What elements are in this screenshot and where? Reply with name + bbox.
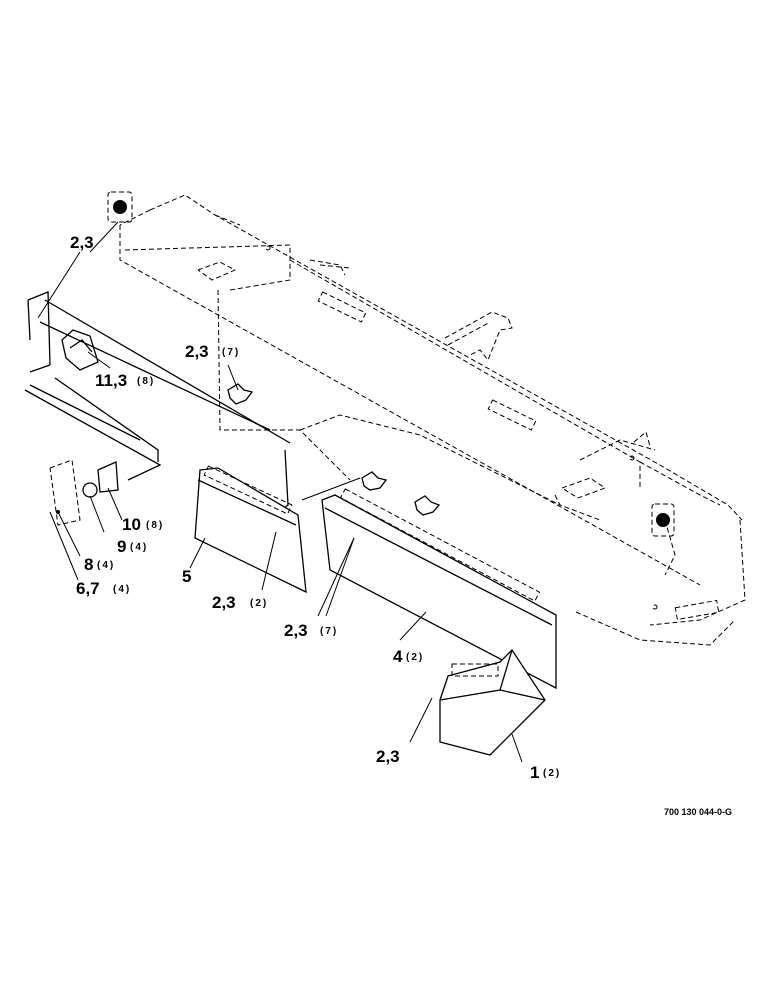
svg-text:(4): (4): [113, 584, 131, 595]
svg-text:2,3: 2,3: [185, 342, 209, 361]
svg-text:11,3: 11,3: [95, 371, 127, 390]
callout-2-3-shield1: 2,3: [376, 747, 400, 766]
svg-text:(2): (2): [250, 598, 268, 609]
knob-icon: [414, 495, 441, 516]
callout-6-7: 6,7 (4): [76, 579, 131, 598]
svg-text:10: 10: [122, 515, 141, 534]
svg-text:(2): (2): [543, 768, 561, 779]
svg-text:9: 9: [117, 537, 126, 556]
callout-2-3-center-upper: 2,3 (7): [185, 342, 240, 361]
svg-text:2,3: 2,3: [70, 233, 94, 252]
left-side-panel: [24, 291, 291, 521]
callout-9: 9 (4): [117, 537, 148, 556]
hitch-tongue: [319, 264, 513, 361]
svg-text:(4): (4): [97, 560, 115, 571]
svg-text:8: 8: [84, 555, 93, 574]
callout-2-3-shield4: 2,3 (7): [284, 621, 338, 640]
svg-text:2,3: 2,3: [212, 593, 236, 612]
right-light-icon: [651, 503, 675, 537]
callout-11-3: 11,3 (8): [95, 371, 155, 390]
svg-text:2,3: 2,3: [284, 621, 308, 640]
svg-text:6,7: 6,7: [76, 579, 100, 598]
svg-text:2,3: 2,3: [376, 747, 400, 766]
svg-text:1: 1: [530, 763, 539, 782]
svg-text:(8): (8): [137, 376, 155, 387]
shield-4: [321, 488, 557, 690]
shield-5: [194, 465, 307, 594]
knob-icon: [361, 471, 388, 491]
callout-top-left: 2,3: [70, 233, 94, 252]
callout-5: 5: [182, 567, 191, 586]
right-bracket: [633, 431, 651, 447]
svg-text:(8): (8): [146, 520, 164, 531]
svg-text:(7): (7): [222, 347, 240, 358]
callout-1: 1 (2): [530, 763, 561, 782]
svg-text:(4): (4): [130, 542, 148, 553]
callout-8: 8 (4): [84, 555, 115, 574]
leader-lines: [37, 221, 523, 763]
drawing-number: 700 130 044-0-G: [664, 807, 732, 817]
header-housing-outline: [119, 194, 746, 646]
knob-icon: [227, 383, 254, 405]
svg-text:(2): (2): [406, 652, 424, 663]
shield-1: [439, 648, 546, 756]
callout-4: 4 (2): [393, 647, 424, 666]
left-light-icon: [107, 191, 133, 223]
svg-text:5: 5: [182, 567, 191, 586]
callout-2-3-shield5: 2,3 (2): [212, 593, 268, 612]
hardware-group: [49, 459, 119, 526]
svg-text:(7): (7): [320, 626, 338, 637]
callout-10: 10 (8): [122, 515, 164, 534]
svg-text:4: 4: [393, 647, 403, 666]
